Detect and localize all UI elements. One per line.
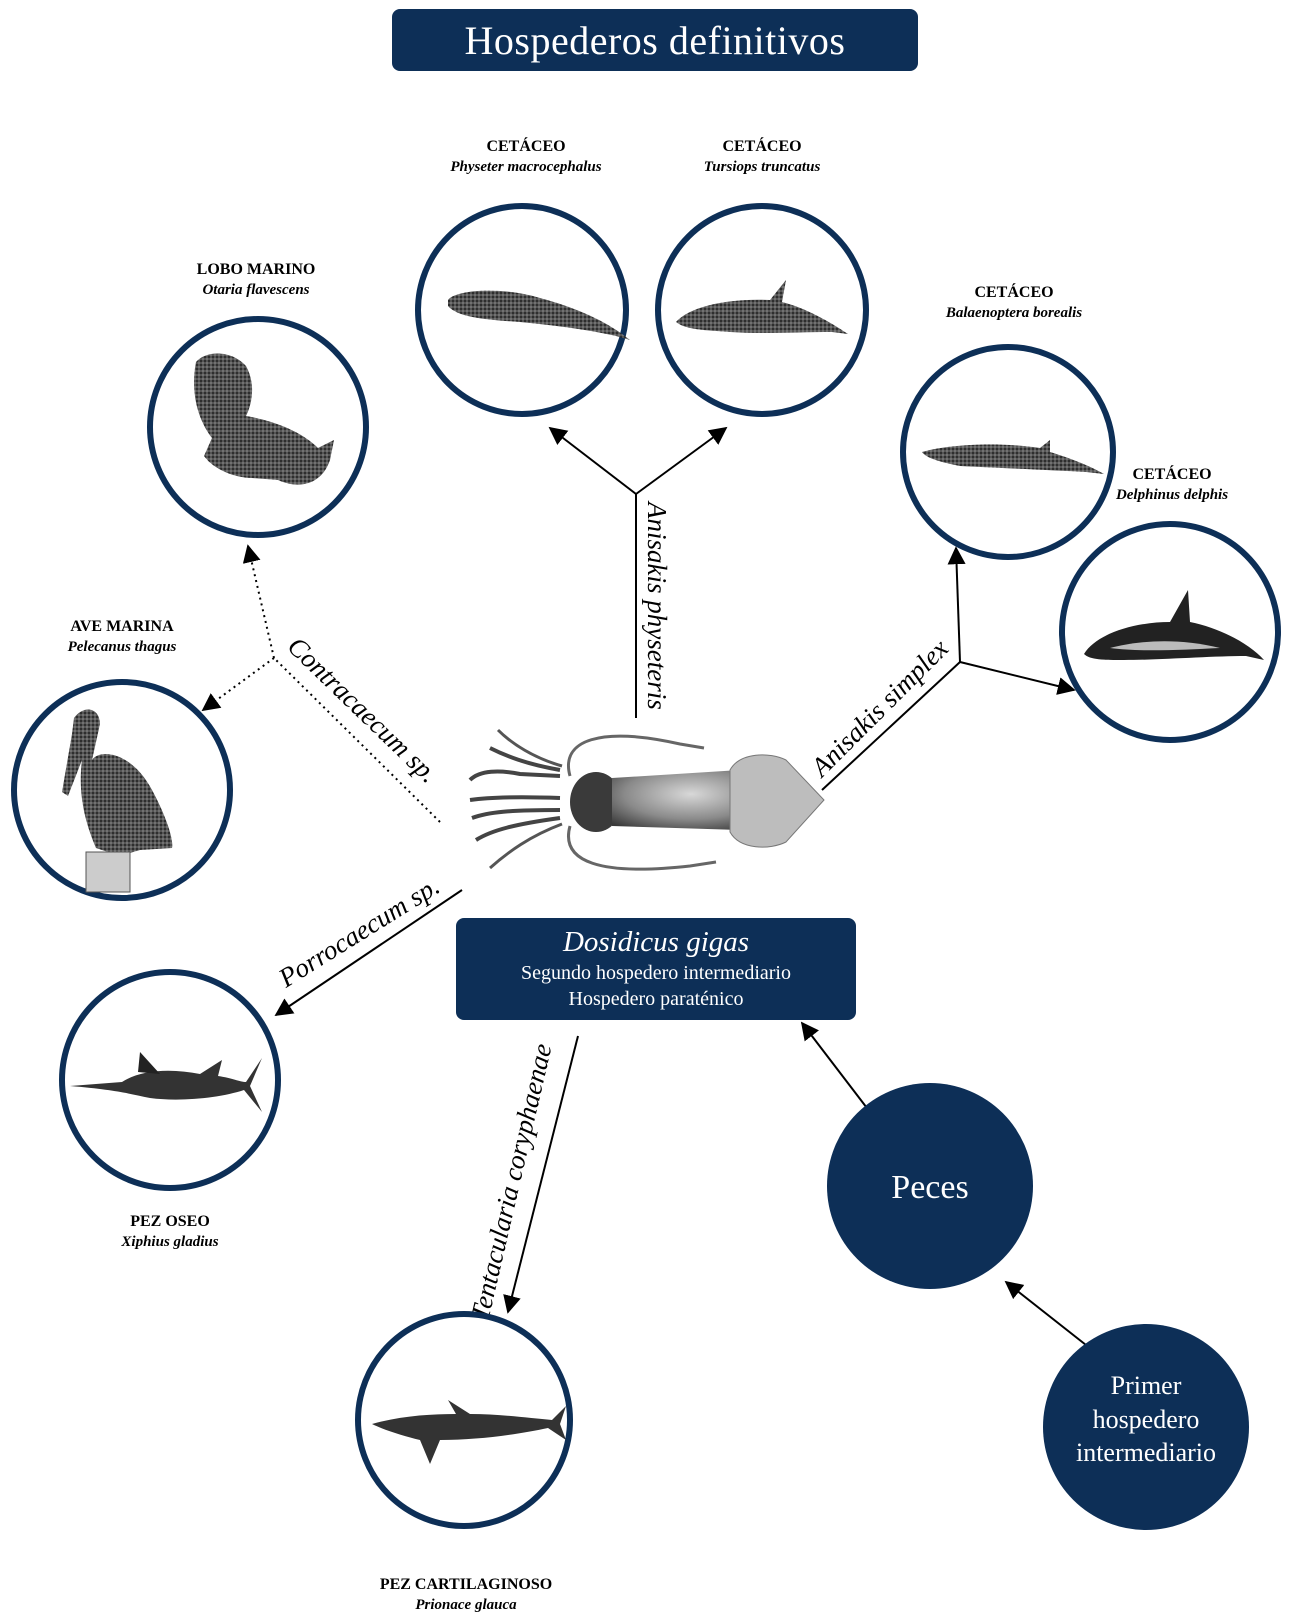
central-host-role-2: Hospedero paraténico bbox=[456, 986, 856, 1012]
page-title: Hospederos definitivos bbox=[392, 9, 918, 71]
host-species: Delphinus delphis bbox=[1042, 485, 1302, 506]
host-circle-sei-whale bbox=[903, 347, 1113, 557]
arrow-to-sei-whale bbox=[956, 548, 960, 662]
host-label-bottlenose: CETÁCEO Tursiops truncatus bbox=[632, 136, 892, 178]
parasite-label-tentacularia: Tentacularia coryphaenae bbox=[465, 1041, 558, 1324]
host-species: Prionace glauca bbox=[336, 1595, 596, 1616]
arrow-to-pelican bbox=[203, 658, 274, 710]
arrow-to-sperm-whale bbox=[550, 428, 636, 494]
arrow-to-bottlenose bbox=[636, 428, 726, 494]
peces-label: Peces bbox=[891, 1169, 968, 1206]
host-circle-sea-lion bbox=[150, 319, 366, 535]
host-label-pelican: AVE MARINA Pelecanus thagus bbox=[0, 616, 252, 658]
host-species: Physeter macrocephalus bbox=[396, 157, 656, 178]
parasite-label-simplex: Anisakis simplex bbox=[804, 633, 954, 783]
arrow-peces-to-squid bbox=[802, 1023, 870, 1112]
host-species: Balaenoptera borealis bbox=[884, 303, 1144, 324]
primer-hospedero-node: Primer hospedero intermediario bbox=[1043, 1324, 1249, 1530]
host-circle-bottlenose bbox=[658, 206, 866, 414]
parasite-label-contracaecum: Contracaecum sp. bbox=[282, 631, 444, 789]
primer-label-line-2: hospedero bbox=[1093, 1405, 1200, 1434]
host-circle-blue-shark bbox=[358, 1314, 570, 1526]
host-label-sea-lion: LOBO MARINO Otaria flavescens bbox=[126, 259, 386, 301]
host-label-blue-shark: PEZ CARTILAGINOSO Prionace glauca bbox=[336, 1574, 596, 1616]
squid-illustration bbox=[470, 730, 824, 869]
host-category: CETÁCEO bbox=[884, 282, 1144, 303]
parasite-label-physeteris: Anisakis physeteris bbox=[642, 500, 672, 710]
host-category: CETÁCEO bbox=[396, 136, 656, 157]
central-host-role-1: Segundo hospedero intermediario bbox=[456, 960, 856, 986]
host-species: Tursiops truncatus bbox=[632, 157, 892, 178]
host-label-common-dolphin: CETÁCEO Delphinus delphis bbox=[1042, 464, 1302, 506]
host-label-sei-whale: CETÁCEO Balaenoptera borealis bbox=[884, 282, 1144, 324]
central-host-box: Dosidicus gigas Segundo hospedero interm… bbox=[456, 918, 856, 1020]
host-category: CETÁCEO bbox=[632, 136, 892, 157]
host-category: LOBO MARINO bbox=[126, 259, 386, 280]
arrow-primer-to-peces bbox=[1006, 1282, 1086, 1345]
host-circle-pelican bbox=[14, 682, 230, 898]
arrow-to-common-dolphin bbox=[960, 662, 1074, 690]
host-category: AVE MARINA bbox=[0, 616, 252, 637]
host-circle-swordfish bbox=[62, 972, 278, 1188]
host-circle-common-dolphin bbox=[1062, 524, 1278, 740]
host-species: Xiphius gladius bbox=[40, 1232, 300, 1253]
host-circle-sperm-whale bbox=[418, 206, 630, 414]
parasite-label-porrocaecum: Porrocaecum sp. bbox=[272, 870, 444, 993]
primer-label-line-1: Primer bbox=[1111, 1371, 1182, 1400]
peces-node: Peces bbox=[827, 1083, 1033, 1289]
primer-label-line-3: intermediario bbox=[1076, 1438, 1216, 1467]
host-species: Pelecanus thagus bbox=[0, 637, 252, 658]
host-category: CETÁCEO bbox=[1042, 464, 1302, 485]
host-species: Otaria flavescens bbox=[126, 280, 386, 301]
host-category: PEZ OSEO bbox=[40, 1211, 300, 1232]
host-label-swordfish: PEZ OSEO Xiphius gladius bbox=[40, 1211, 300, 1253]
host-label-sperm-whale: CETÁCEO Physeter macrocephalus bbox=[396, 136, 656, 178]
host-category: PEZ CARTILAGINOSO bbox=[336, 1574, 596, 1595]
central-host-species: Dosidicus gigas bbox=[456, 924, 856, 960]
